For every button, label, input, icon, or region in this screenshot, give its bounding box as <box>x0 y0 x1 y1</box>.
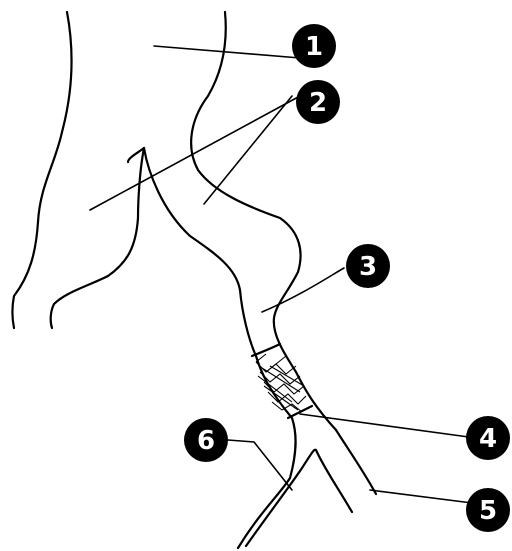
callout-1: 1 <box>292 24 336 68</box>
leader-line-2b <box>204 96 292 204</box>
callout-6-label: 6 <box>197 426 215 456</box>
callout-2-label: 2 <box>309 88 327 118</box>
leader-line-2a <box>90 96 300 210</box>
leader-line-3 <box>262 268 344 312</box>
leader-line-6 <box>228 440 292 490</box>
callout-4: 4 <box>466 416 510 460</box>
callout-4-label: 4 <box>479 424 497 454</box>
lower-lumen-wall <box>336 430 376 494</box>
callout-1-label: 1 <box>305 32 323 62</box>
channel-wall-right <box>191 12 336 430</box>
callout-6: 6 <box>184 418 228 462</box>
callout-5: 5 <box>466 488 510 532</box>
callout-2: 2 <box>296 80 340 124</box>
vessel-wall-outer-left <box>13 12 72 328</box>
leader-line-1 <box>154 46 300 58</box>
leader-line-4 <box>300 414 476 438</box>
callout-5-label: 5 <box>479 496 497 526</box>
vessel-wall-inner-left <box>51 148 144 328</box>
leader-line-5 <box>370 490 480 504</box>
lower-branch-wall <box>246 450 352 546</box>
callout-3: 3 <box>346 244 390 288</box>
callout-3-label: 3 <box>359 252 377 282</box>
